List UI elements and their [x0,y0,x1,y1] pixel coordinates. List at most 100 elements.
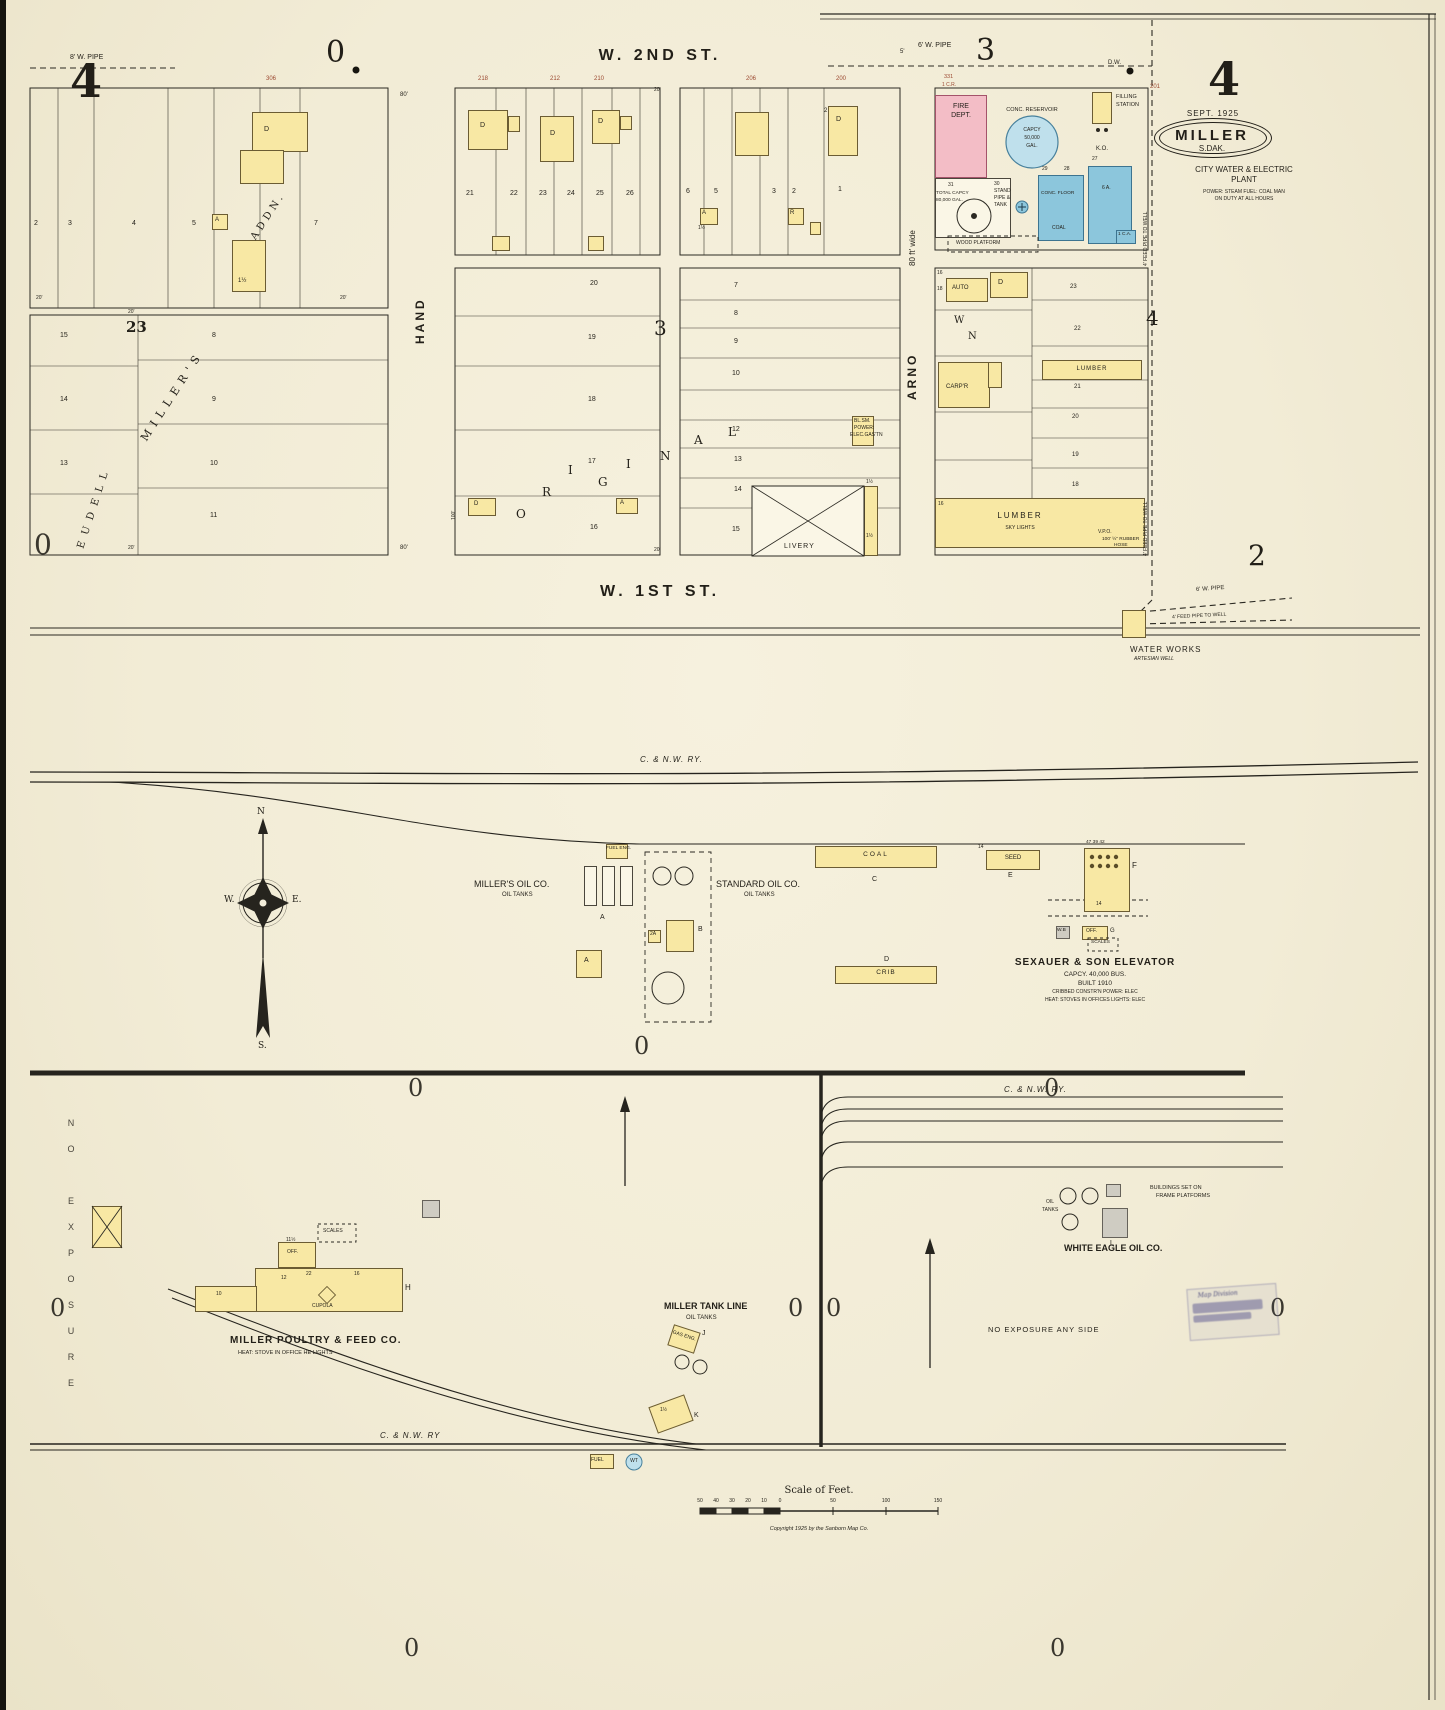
lot-b-11: 11 [210,512,218,519]
compass-s: S. [258,1041,267,1051]
house-210: 210 [594,76,605,82]
scale-tick-150: 150 [933,1498,943,1504]
map-state: S.DAK. [1198,144,1226,153]
note-18-h: 18 [937,286,943,292]
lumber-shed-label: LUMBER [1076,366,1108,372]
poultry-co-name: MILLER POULTRY & FEED CO. [230,1335,402,1346]
house-212: 212 [550,76,561,82]
lot-b-14: 14 [60,396,68,403]
poultry-note-12: 12 [281,1275,287,1281]
fold-marker-0-f: 0 [1270,1294,1286,1322]
well-dw-label: D.W. [1108,60,1121,66]
scale-tick-0: 0 [778,1498,782,1504]
utility-line4: ON DUTY AT ALL HOURS [1214,196,1274,202]
we-oil-tanks [1059,1187,1099,1231]
scale-tick-50a: 50 [697,1498,703,1504]
standard-oil-name: STANDARD OIL CO. [716,879,801,889]
livery-label: LIVERY [784,543,815,550]
fold-marker-0-top: 0 [326,35,346,70]
lot-a-3: 3 [68,220,72,227]
compass-w: W. [224,895,235,905]
bldg-dwelling-a2 [240,150,284,184]
bldg-stories-d: 2 [824,108,828,114]
utility-line1: CITY WATER & ELECTRIC [1195,165,1293,174]
bldg-dwelling-a1 [252,112,308,152]
street-w1st: W. 1ST ST. [599,583,721,600]
elevator-note-14: 14 [1096,901,1102,907]
page-border [820,13,1436,1700]
hose-label-2: HOSE [1114,543,1128,548]
dim-80-c2: 80' [400,545,408,551]
we-oil-label-1: OIL [1046,1199,1055,1205]
bldg-standpipe-house [935,178,1011,238]
coal-shed-label: COAL [863,851,889,858]
scale-tick-20: 20 [745,1498,751,1504]
scales-label-bottom: SCALES [323,1228,343,1234]
block-number-4: 4 [1146,306,1159,330]
plat-original-r: R [542,485,552,499]
lot-e-17: 17 [588,458,596,465]
carpenter-label: CARP'R [946,384,969,390]
lot-c-25: 25 [596,190,604,197]
note-30: 30 [994,181,1000,187]
dim-20-b1: 20' [128,309,135,315]
fold-marker-0-mid: 0 [634,1032,650,1060]
tankline-tanks [674,1354,708,1375]
scan-edge [0,0,6,1710]
standpipe-line3: TANK [994,202,1007,208]
tankline-code-k: K [694,1412,699,1419]
lot-f-10: 10 [732,370,740,377]
lot-h-19: 19 [1072,452,1079,458]
blacksmith-line1: BL.SM. [854,418,871,424]
sheet-number-3: 3 [976,33,996,68]
scale-tick-30: 30 [729,1498,735,1504]
lot-e-20: 20 [590,280,598,287]
house-306: 306 [266,76,277,82]
lot-e-18: 18 [588,396,596,403]
lot-c-24: 24 [567,190,575,197]
lot-c-21: 21 [466,190,474,197]
utility-line3: POWER: STEAM FUEL: COAL MAN [1203,189,1285,195]
we-code-l: L [1110,1240,1114,1247]
bldg-code-d-a: D [264,126,270,133]
lot-b-8: 8 [212,332,216,339]
platform-note-2: FRAME PLATFORMS [1156,1193,1210,1199]
lot-h-23: 23 [1070,284,1077,290]
elevator-bin-dots [1089,854,1119,869]
lot-h-18: 18 [1072,482,1079,488]
bldg-filling-station [1092,92,1112,124]
filling-pumps [1096,128,1108,132]
tankline-code-j: J [702,1330,706,1337]
bldg-code-a-d: A [702,210,707,216]
standpipe-total2: 80,000 GAL. [936,198,963,203]
artesian-well-label: ARTESIAN WELL [1134,656,1174,662]
plat-original-n: N [660,449,671,463]
scales-dashes [317,937,1119,1243]
compass-n: N [257,807,265,817]
railroad-main [29,761,1419,1447]
fuel-engine-label: FUEL ENG. [606,846,632,851]
elevator-name: SEXAUER & SON ELEVATOR [1014,957,1176,968]
bldg-elevator-office [1082,926,1108,940]
note-28: 28 [1064,166,1070,172]
block-outlines [29,87,1149,556]
shed-code-2a: 2A [650,931,657,937]
bldg-dwelling-c2 [540,116,574,162]
sheet-number-top-right: 4 [1208,52,1241,106]
weigh-box-label: W.B [1057,928,1066,933]
cupola-label: CUPOLA [312,1303,333,1309]
bldg-dwelling-d1 [735,112,769,156]
lot-b-9: 9 [212,396,216,403]
letter-n: N [968,331,977,342]
street-arno: ARNO [905,352,919,400]
white-eagle-name: WHITE EAGLE OIL CO. [1064,1243,1163,1253]
house-201: 201 [1150,84,1161,90]
bldg-carpenter-wing [988,362,1002,388]
bldg-dwelling-c1 [468,110,508,150]
no-exposure-any-note: NO EXPOSURE ANY SIDE [988,1325,1100,1334]
note-31: 31 [948,182,954,188]
oil-tank-1 [584,866,597,906]
bldg-shed-c2 [620,116,632,130]
